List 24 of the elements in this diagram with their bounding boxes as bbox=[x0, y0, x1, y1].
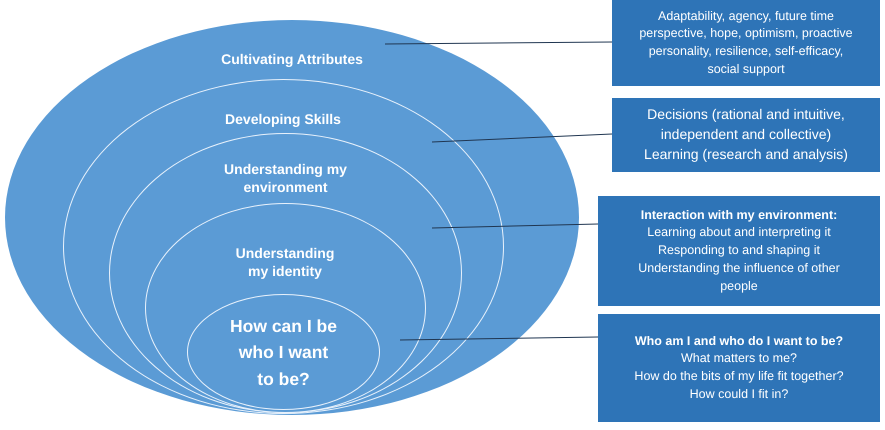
box-text: How do the bits of my life fit together? bbox=[633, 368, 845, 385]
leader-line bbox=[400, 336, 598, 340]
box-text: Who am I and who do I want to be? bbox=[634, 332, 844, 350]
leader-line bbox=[384, 42, 612, 44]
box-text: How could I fit in? bbox=[688, 386, 790, 403]
box-text: Learning (research and analysis) bbox=[643, 144, 849, 164]
text-box bbox=[612, 98, 880, 172]
box-text: Decisions (rational and intuitive, independent and collective) bbox=[646, 105, 846, 144]
layer-label: How can I be who I want to be? bbox=[229, 315, 338, 390]
layer-label: Understanding my identity bbox=[234, 244, 336, 280]
box-text: Adaptability, agency, future time perspective, hope, optimism, proactive personality, resilience, self-efficacy, social support bbox=[638, 8, 854, 78]
box-text: Responding to and shaping it bbox=[657, 242, 821, 260]
box-text: Understanding the influence of other people bbox=[637, 260, 841, 295]
text-box bbox=[598, 196, 880, 306]
text-box bbox=[612, 0, 880, 86]
leader-line bbox=[432, 224, 598, 228]
text-box bbox=[598, 314, 880, 422]
layer-label: Developing Skills bbox=[224, 110, 342, 128]
box-text: Learning about and interpreting it bbox=[646, 224, 832, 242]
layer-label: Cultivating Attributes bbox=[220, 50, 364, 68]
layer-label: Understanding my environment bbox=[223, 160, 348, 196]
leader-line bbox=[432, 134, 612, 142]
box-text: What matters to me? bbox=[680, 350, 798, 368]
box-text: Interaction with my environment: bbox=[640, 206, 838, 224]
